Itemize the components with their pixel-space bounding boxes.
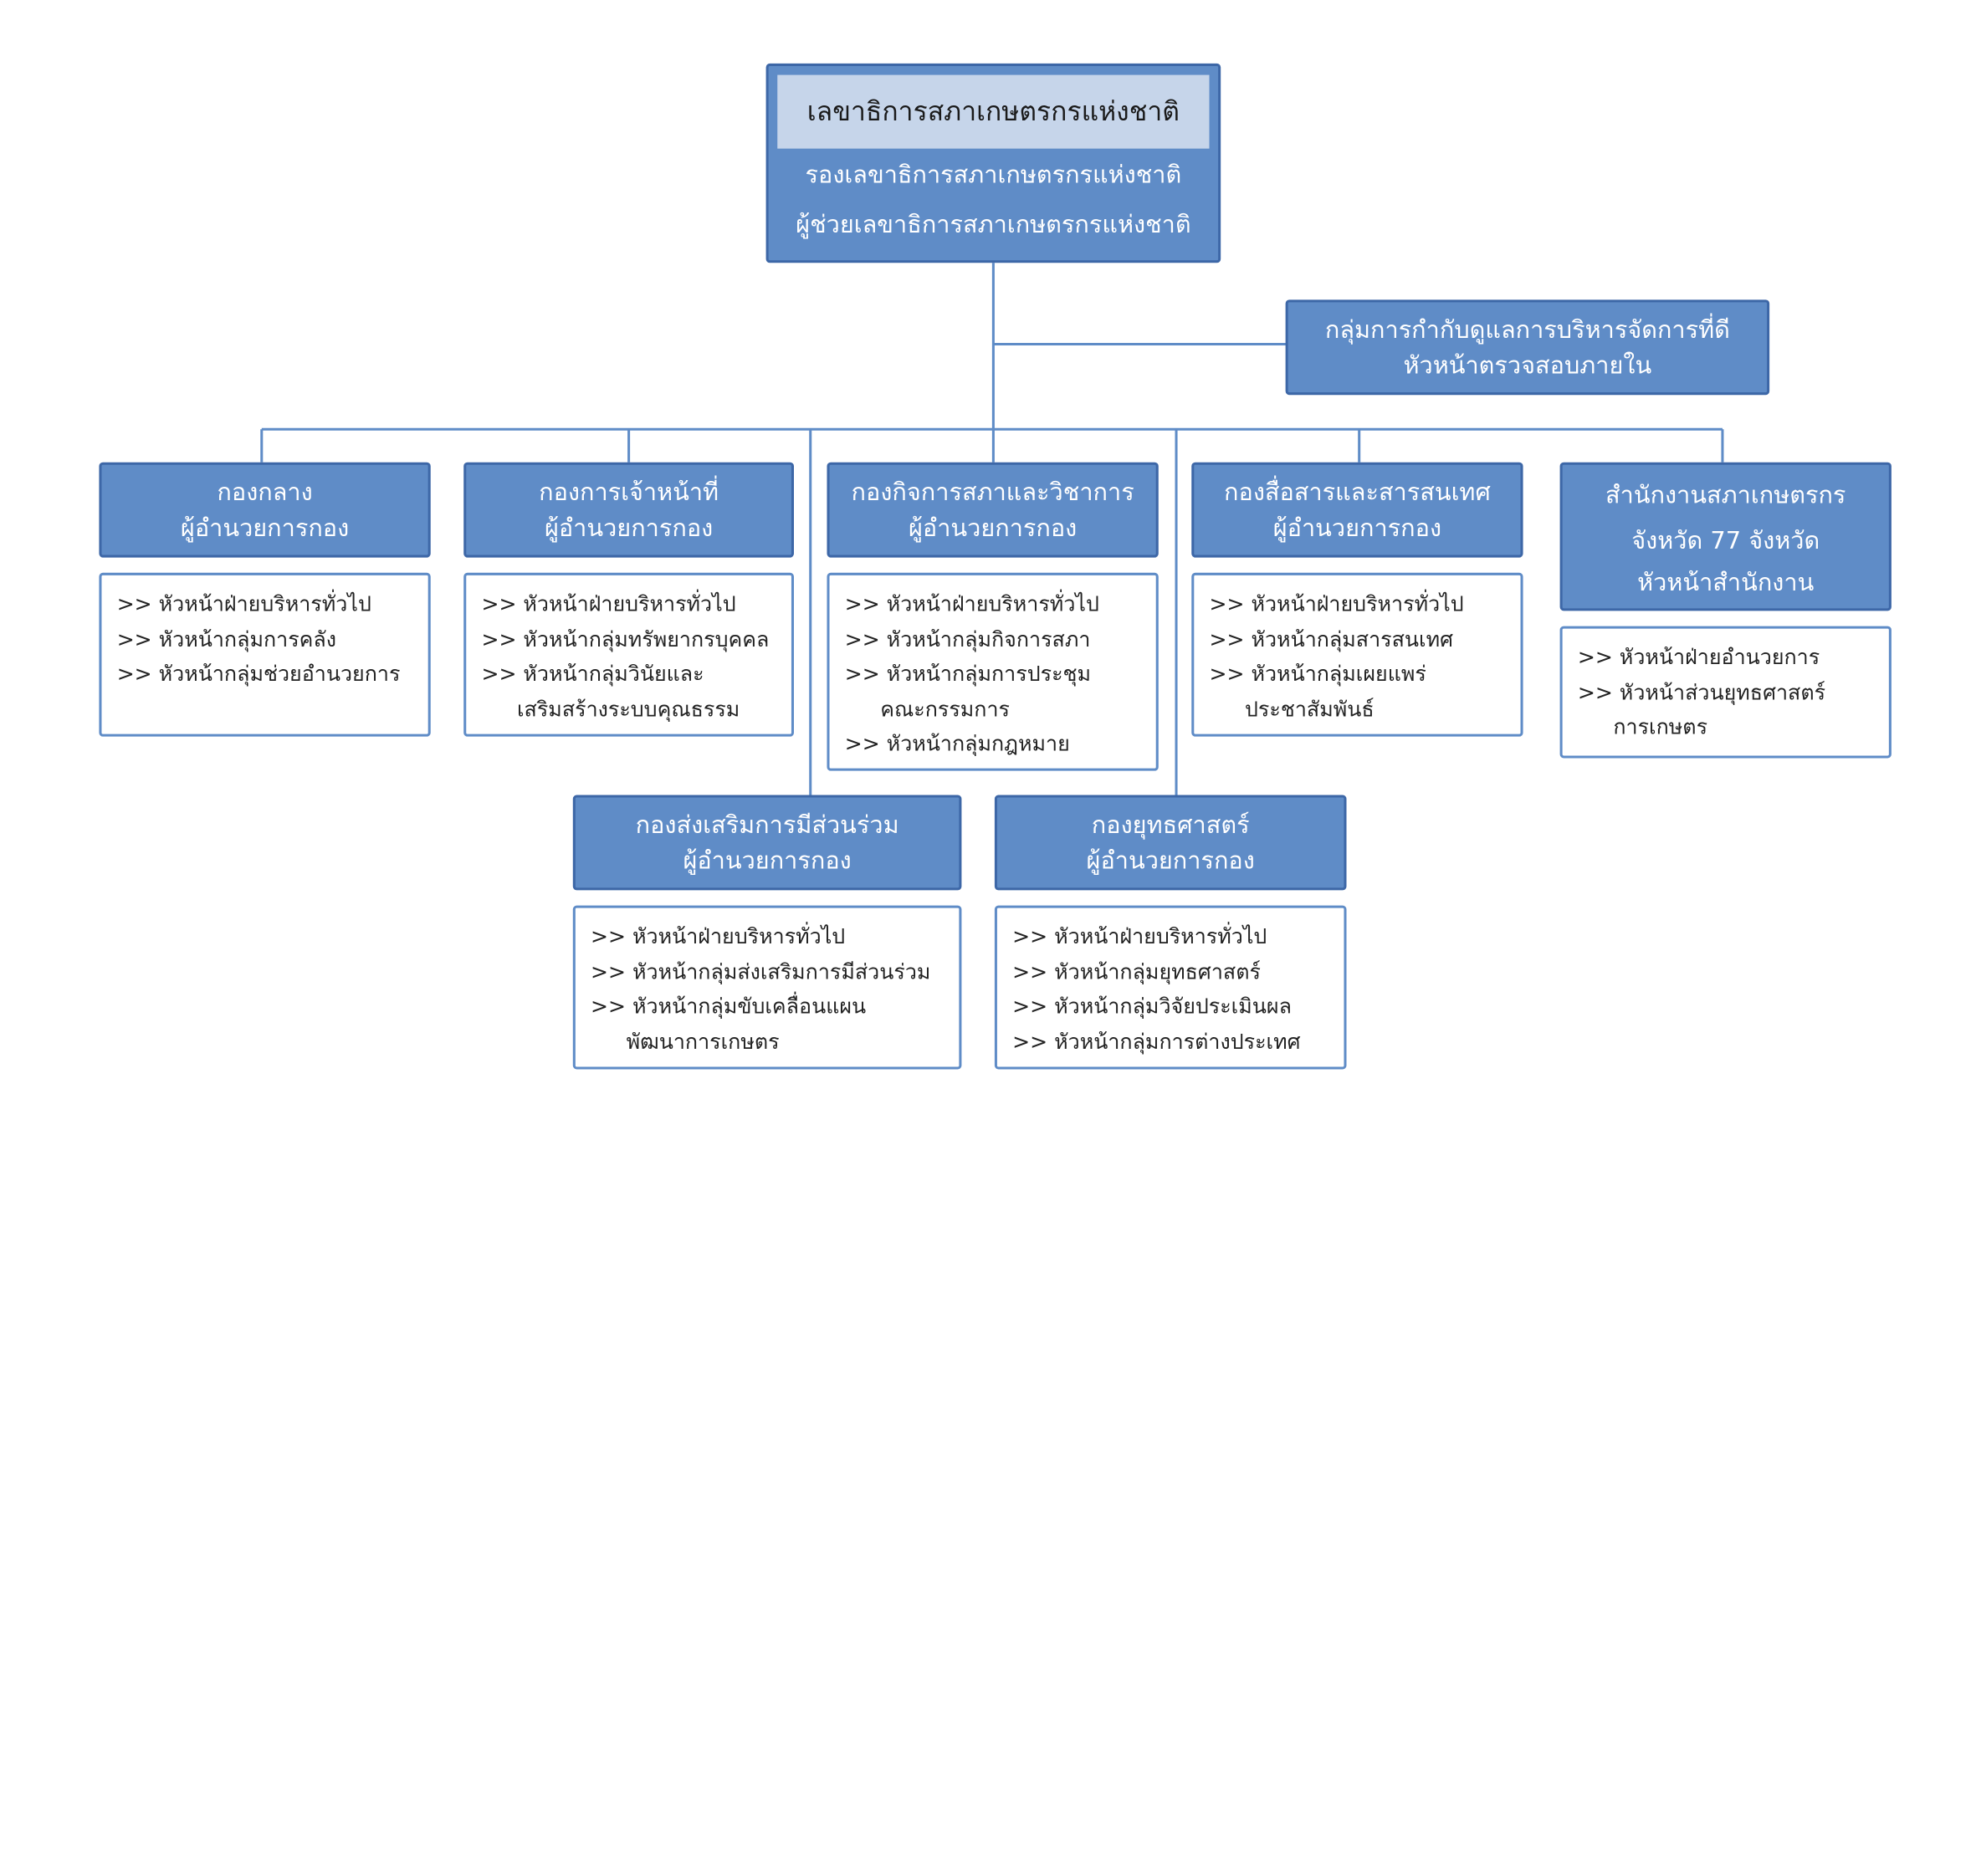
division-central-list: >> หัวหน้าฝ่ายบริหารทั่วไป >> หัวหน้ากลุ… <box>99 572 431 737</box>
list-item: >> หัวหน้ากลุ่มการต่างประเทศ <box>1012 1029 1301 1054</box>
list-item: >> หัวหน้าฝ่ายบริหารทั่วไป <box>116 591 371 616</box>
secretary-general-box: เลขาธิการสภาเกษตรกรแห่งชาติ รองเลขาธิการ… <box>765 63 1221 263</box>
division-title: สำนักงานสภาเกษตรกร <box>1605 480 1846 509</box>
list-item: >> หัวหน้ากลุ่มช่วยอำนวยการ <box>116 662 401 686</box>
division-title: กองยุทธศาสตร์ <box>1091 810 1250 839</box>
list-item: >> หัวหน้ากลุ่มการประชุม <box>844 662 1092 686</box>
list-item: คณะกรรมการ <box>880 696 1011 721</box>
division-title: กองกลาง <box>217 478 313 507</box>
governance-group-subtitle: หัวหน้าตรวจสอบภายใน <box>1403 350 1652 380</box>
list-item: >> หัวหน้ากลุ่มการคลัง <box>116 626 337 652</box>
list-item: พัฒนาการเกษตร <box>626 1029 780 1054</box>
list-item: >> หัวหน้ากลุ่มวินัยและ <box>481 662 704 686</box>
list-item: >> หัวหน้ากลุ่มกิจการสภา <box>844 626 1091 652</box>
division-title-line2: จังหวัด 77 จังหวัด <box>1631 526 1820 555</box>
list-item: >> หัวหน้าฝ่ายบริหารทั่วไป <box>1012 924 1267 949</box>
list-item: >> หัวหน้ากลุ่มขับเคลื่อนแผน <box>591 994 867 1019</box>
list-item: >> หัวหน้าฝ่ายอำนวยการ <box>1577 645 1820 670</box>
division-central-box: กองกลาง ผู้อำนวยการกอง <box>99 462 431 558</box>
governance-group-box: กลุ่มการกำกับดูแลการบริหารจัดการที่ดี หั… <box>1285 299 1770 396</box>
list-item: >> หัวหน้าฝ่ายบริหารทั่วไป <box>844 591 1099 616</box>
list-item: >> หัวหน้ากลุ่มวิจัยประเมินผล <box>1012 994 1292 1019</box>
division-strategy-list: >> หัวหน้าฝ่ายบริหารทั่วไป >> หัวหน้ากลุ… <box>994 905 1347 1070</box>
list-item: >> หัวหน้ากลุ่มสารสนเทศ <box>1209 626 1454 652</box>
division-subtitle: ผู้อำนวยการกอง <box>1086 846 1255 875</box>
division-subtitle: ผู้อำนวยการกอง <box>1272 514 1442 542</box>
division-personnel-list: >> หัวหน้าฝ่ายบริหารทั่วไป >> หัวหน้ากลุ… <box>463 572 794 737</box>
division-personnel-box: กองการเจ้าหน้าที่ ผู้อำนวยการกอง <box>463 462 794 558</box>
list-item: เสริมสร้างระบบคุณธรรม <box>516 696 740 721</box>
division-communication-list: >> หัวหน้าฝ่ายบริหารทั่วไป >> หัวหน้ากลุ… <box>1191 572 1523 737</box>
division-subtitle: หัวหน้าสำนักงาน <box>1637 568 1815 596</box>
provincial-office-box: สำนักงานสภาเกษตรกร จังหวัด 77 จังหวัด หั… <box>1559 462 1892 611</box>
list-item: การเกษตร <box>1613 714 1708 739</box>
list-item: >> หัวหน้ากลุ่มยุทธศาสตร์ <box>1012 959 1261 984</box>
division-council-affairs-list: >> หัวหน้าฝ่ายบริหารทั่วไป >> หัวหน้ากลุ… <box>827 572 1159 771</box>
connector-lines <box>260 263 1724 795</box>
list-item: >> หัวหน้าส่วนยุทธศาสตร์ <box>1577 680 1826 704</box>
division-strategy-box: กองยุทธศาสตร์ ผู้อำนวยการกอง <box>994 795 1347 891</box>
list-item: >> หัวหน้ากลุ่มกฎหมาย <box>844 731 1070 756</box>
division-subtitle: ผู้อำนวยการกอง <box>908 514 1078 542</box>
list-item: >> หัวหน้าฝ่ายบริหารทั่วไป <box>481 591 736 616</box>
list-item: >> หัวหน้ากลุ่มทรัพยากรบุคคล <box>481 626 770 652</box>
division-title: กองการเจ้าหน้าที่ <box>539 478 719 507</box>
division-council-affairs-box: กองกิจการสภาและวิชาการ ผู้อำนวยการกอง <box>827 462 1159 558</box>
division-communication-box: กองสื่อสารและสารสนเทศ ผู้อำนวยการกอง <box>1191 462 1523 558</box>
division-title: กองส่งเสริมการมีส่วนร่วม <box>635 810 899 839</box>
list-item: >> หัวหน้าฝ่ายบริหารทั่วไป <box>591 924 846 949</box>
provincial-office-list: >> หัวหน้าฝ่ายอำนวยการ >> หัวหน้าส่วนยุท… <box>1559 626 1892 759</box>
list-item: ประชาสัมพันธ์ <box>1245 696 1374 721</box>
division-title: กองกิจการสภาและวิชาการ <box>851 478 1134 507</box>
division-subtitle: ผู้อำนวยการกอง <box>544 514 714 542</box>
division-subtitle: ผู้อำนวยการกอง <box>180 514 350 542</box>
list-item: >> หัวหน้ากลุ่มส่งเสริมการมีส่วนร่วม <box>591 959 931 984</box>
list-item: >> หัวหน้าฝ่ายบริหารทั่วไป <box>1209 591 1464 616</box>
division-subtitle: ผู้อำนวยการกอง <box>683 846 852 875</box>
secretary-general-title: เลขาธิการสภาเกษตรกรแห่งชาติ <box>777 74 1210 149</box>
list-item: >> หัวหน้ากลุ่มเผยแพร่ <box>1209 662 1426 686</box>
division-title: กองสื่อสารและสารสนเทศ <box>1224 478 1491 507</box>
deputy-secretary-general: รองเลขาธิการสภาเกษตรกรแห่งชาติ <box>805 161 1182 190</box>
assistant-secretary-general: ผู้ช่วยเลขาธิการสภาเกษตรกรแห่งชาติ <box>796 211 1191 239</box>
governance-group-title: กลุ่มการกำกับดูแลการบริหารจัดการที่ดี <box>1324 315 1730 344</box>
division-participation-box: กองส่งเสริมการมีส่วนร่วม ผู้อำนวยการกอง <box>572 795 962 891</box>
division-participation-list: >> หัวหน้าฝ่ายบริหารทั่วไป >> หัวหน้ากลุ… <box>572 905 962 1070</box>
